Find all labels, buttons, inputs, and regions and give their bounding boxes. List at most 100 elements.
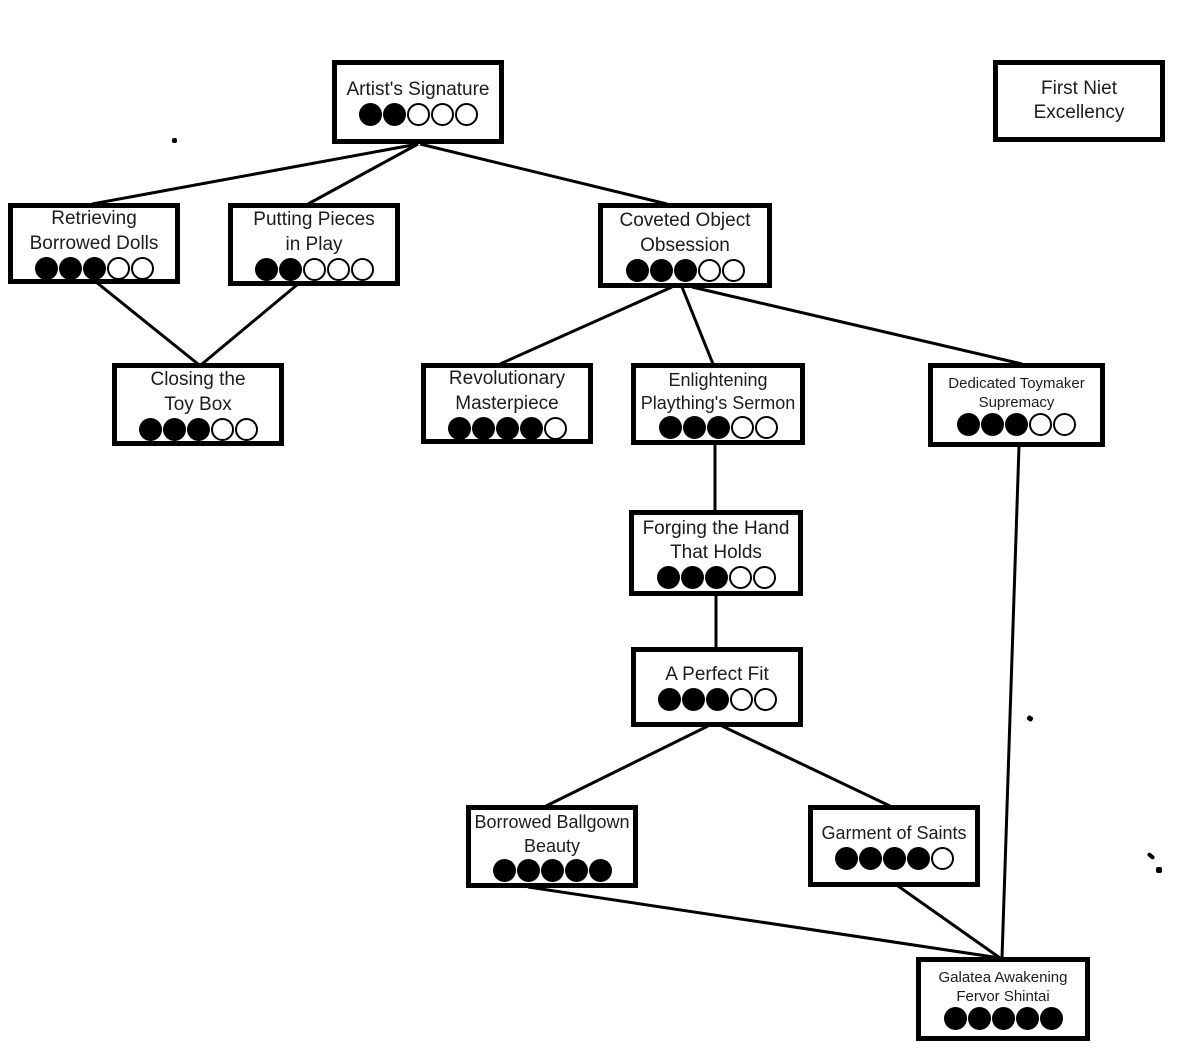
empty-dot-icon <box>754 416 778 440</box>
charm-title-line: Enlightening <box>668 369 768 390</box>
charm-title-line: Masterpiece <box>455 392 559 414</box>
filled-dot-icon <box>162 417 186 441</box>
filled-dot-icon <box>625 258 649 282</box>
empty-dot-icon <box>721 258 745 282</box>
dot-rating <box>34 256 154 280</box>
edge-artists-signature-to-coveted-object-obsession <box>419 142 668 206</box>
charm-title-line: Retrieving <box>51 208 137 230</box>
filled-dot-icon <box>957 413 980 437</box>
charm-title-line: Borrowed Dolls <box>29 232 159 254</box>
charm-title-line: Fervor Shintai <box>956 988 1050 1005</box>
filled-dot-icon <box>1039 1007 1063 1031</box>
edge-putting-pieces-in-play-to-closing-the-toy-box <box>201 282 299 366</box>
charm-title-line: Galatea Awakening <box>938 968 1068 986</box>
filled-dot-icon <box>471 416 495 440</box>
filled-dot-icon <box>540 858 564 882</box>
empty-dot-icon <box>729 688 753 712</box>
filled-dot-icon <box>656 566 680 590</box>
filled-dot-icon <box>82 256 106 280</box>
empty-dot-icon <box>697 258 721 282</box>
charm-node-a-perfect-fit[interactable]: A Perfect Fit <box>631 647 803 727</box>
empty-dot-icon <box>234 417 258 441</box>
charm-title-line: Closing the <box>150 369 246 391</box>
filled-dot-icon <box>673 258 697 282</box>
filled-dot-icon <box>682 416 706 440</box>
filled-dot-icon <box>680 566 704 590</box>
stray-ink-mark <box>1156 867 1162 873</box>
dot-rating <box>492 858 612 882</box>
filled-dot-icon <box>967 1007 991 1031</box>
filled-dot-icon <box>858 846 882 870</box>
filled-dot-icon <box>588 858 612 882</box>
empty-dot-icon <box>752 566 776 590</box>
edge-coveted-object-obsession-to-revolutionary-masterpiece <box>499 285 673 366</box>
dot-rating <box>625 258 745 282</box>
filled-dot-icon <box>516 858 540 882</box>
edge-artists-signature-to-putting-pieces-in-play <box>307 142 419 206</box>
edge-coveted-object-obsession-to-dedicated-toymaker-supremacy <box>691 285 1023 366</box>
charm-title-line: Obsession <box>640 234 730 256</box>
charm-title-line: Garment of Saints <box>821 823 967 844</box>
charm-title: A Perfect Fit <box>638 663 796 687</box>
empty-dot-icon <box>302 257 326 281</box>
empty-dot-icon <box>753 688 777 712</box>
filled-dot-icon <box>1005 413 1028 437</box>
empty-dot-icon <box>930 846 954 870</box>
charm-title-line: Supremacy <box>978 394 1055 411</box>
empty-dot-icon <box>728 566 752 590</box>
filled-dot-icon <box>834 846 858 870</box>
filled-dot-icon <box>254 257 278 281</box>
filled-dot-icon <box>519 416 543 440</box>
charm-title-line: Revolutionary <box>448 368 566 390</box>
dot-rating <box>658 416 778 440</box>
dot-rating <box>834 846 954 870</box>
edge-borrowed-ballgown-beauty-to-galatea-awakening-fervor-shintai <box>527 885 1001 960</box>
edge-coveted-object-obsession-to-enlightening-playthings-sermon <box>680 286 715 365</box>
filled-dot-icon <box>706 416 730 440</box>
charm-title-line: Borrowed Ballgown <box>474 812 630 833</box>
charm-title-line: Putting Pieces <box>253 209 375 231</box>
filled-dot-icon <box>981 413 1004 437</box>
dot-rating <box>254 257 374 281</box>
dot-rating <box>657 688 777 712</box>
charm-title: Artist's Signature <box>339 78 497 102</box>
charm-node-artists-signature[interactable]: Artist's Signature <box>332 60 504 144</box>
dot-rating <box>447 416 567 440</box>
filled-dot-icon <box>564 858 588 882</box>
charm-node-garment-of-saints[interactable]: Garment of Saints <box>808 805 980 887</box>
filled-dot-icon <box>681 688 705 712</box>
charm-title-line: in Play <box>285 233 343 255</box>
empty-dot-icon <box>350 257 374 281</box>
empty-dot-icon <box>1029 413 1052 437</box>
filled-dot-icon <box>991 1007 1015 1031</box>
edge-retrieving-borrowed-dolls-to-closing-the-toy-box <box>95 280 199 366</box>
filled-dot-icon <box>943 1007 967 1031</box>
empty-dot-icon <box>543 416 567 440</box>
charm-title-line: Excellency <box>1033 102 1125 123</box>
filled-dot-icon <box>186 417 210 441</box>
filled-dot-icon <box>704 566 728 590</box>
filled-dot-icon <box>447 416 471 440</box>
filled-dot-icon <box>278 257 302 281</box>
